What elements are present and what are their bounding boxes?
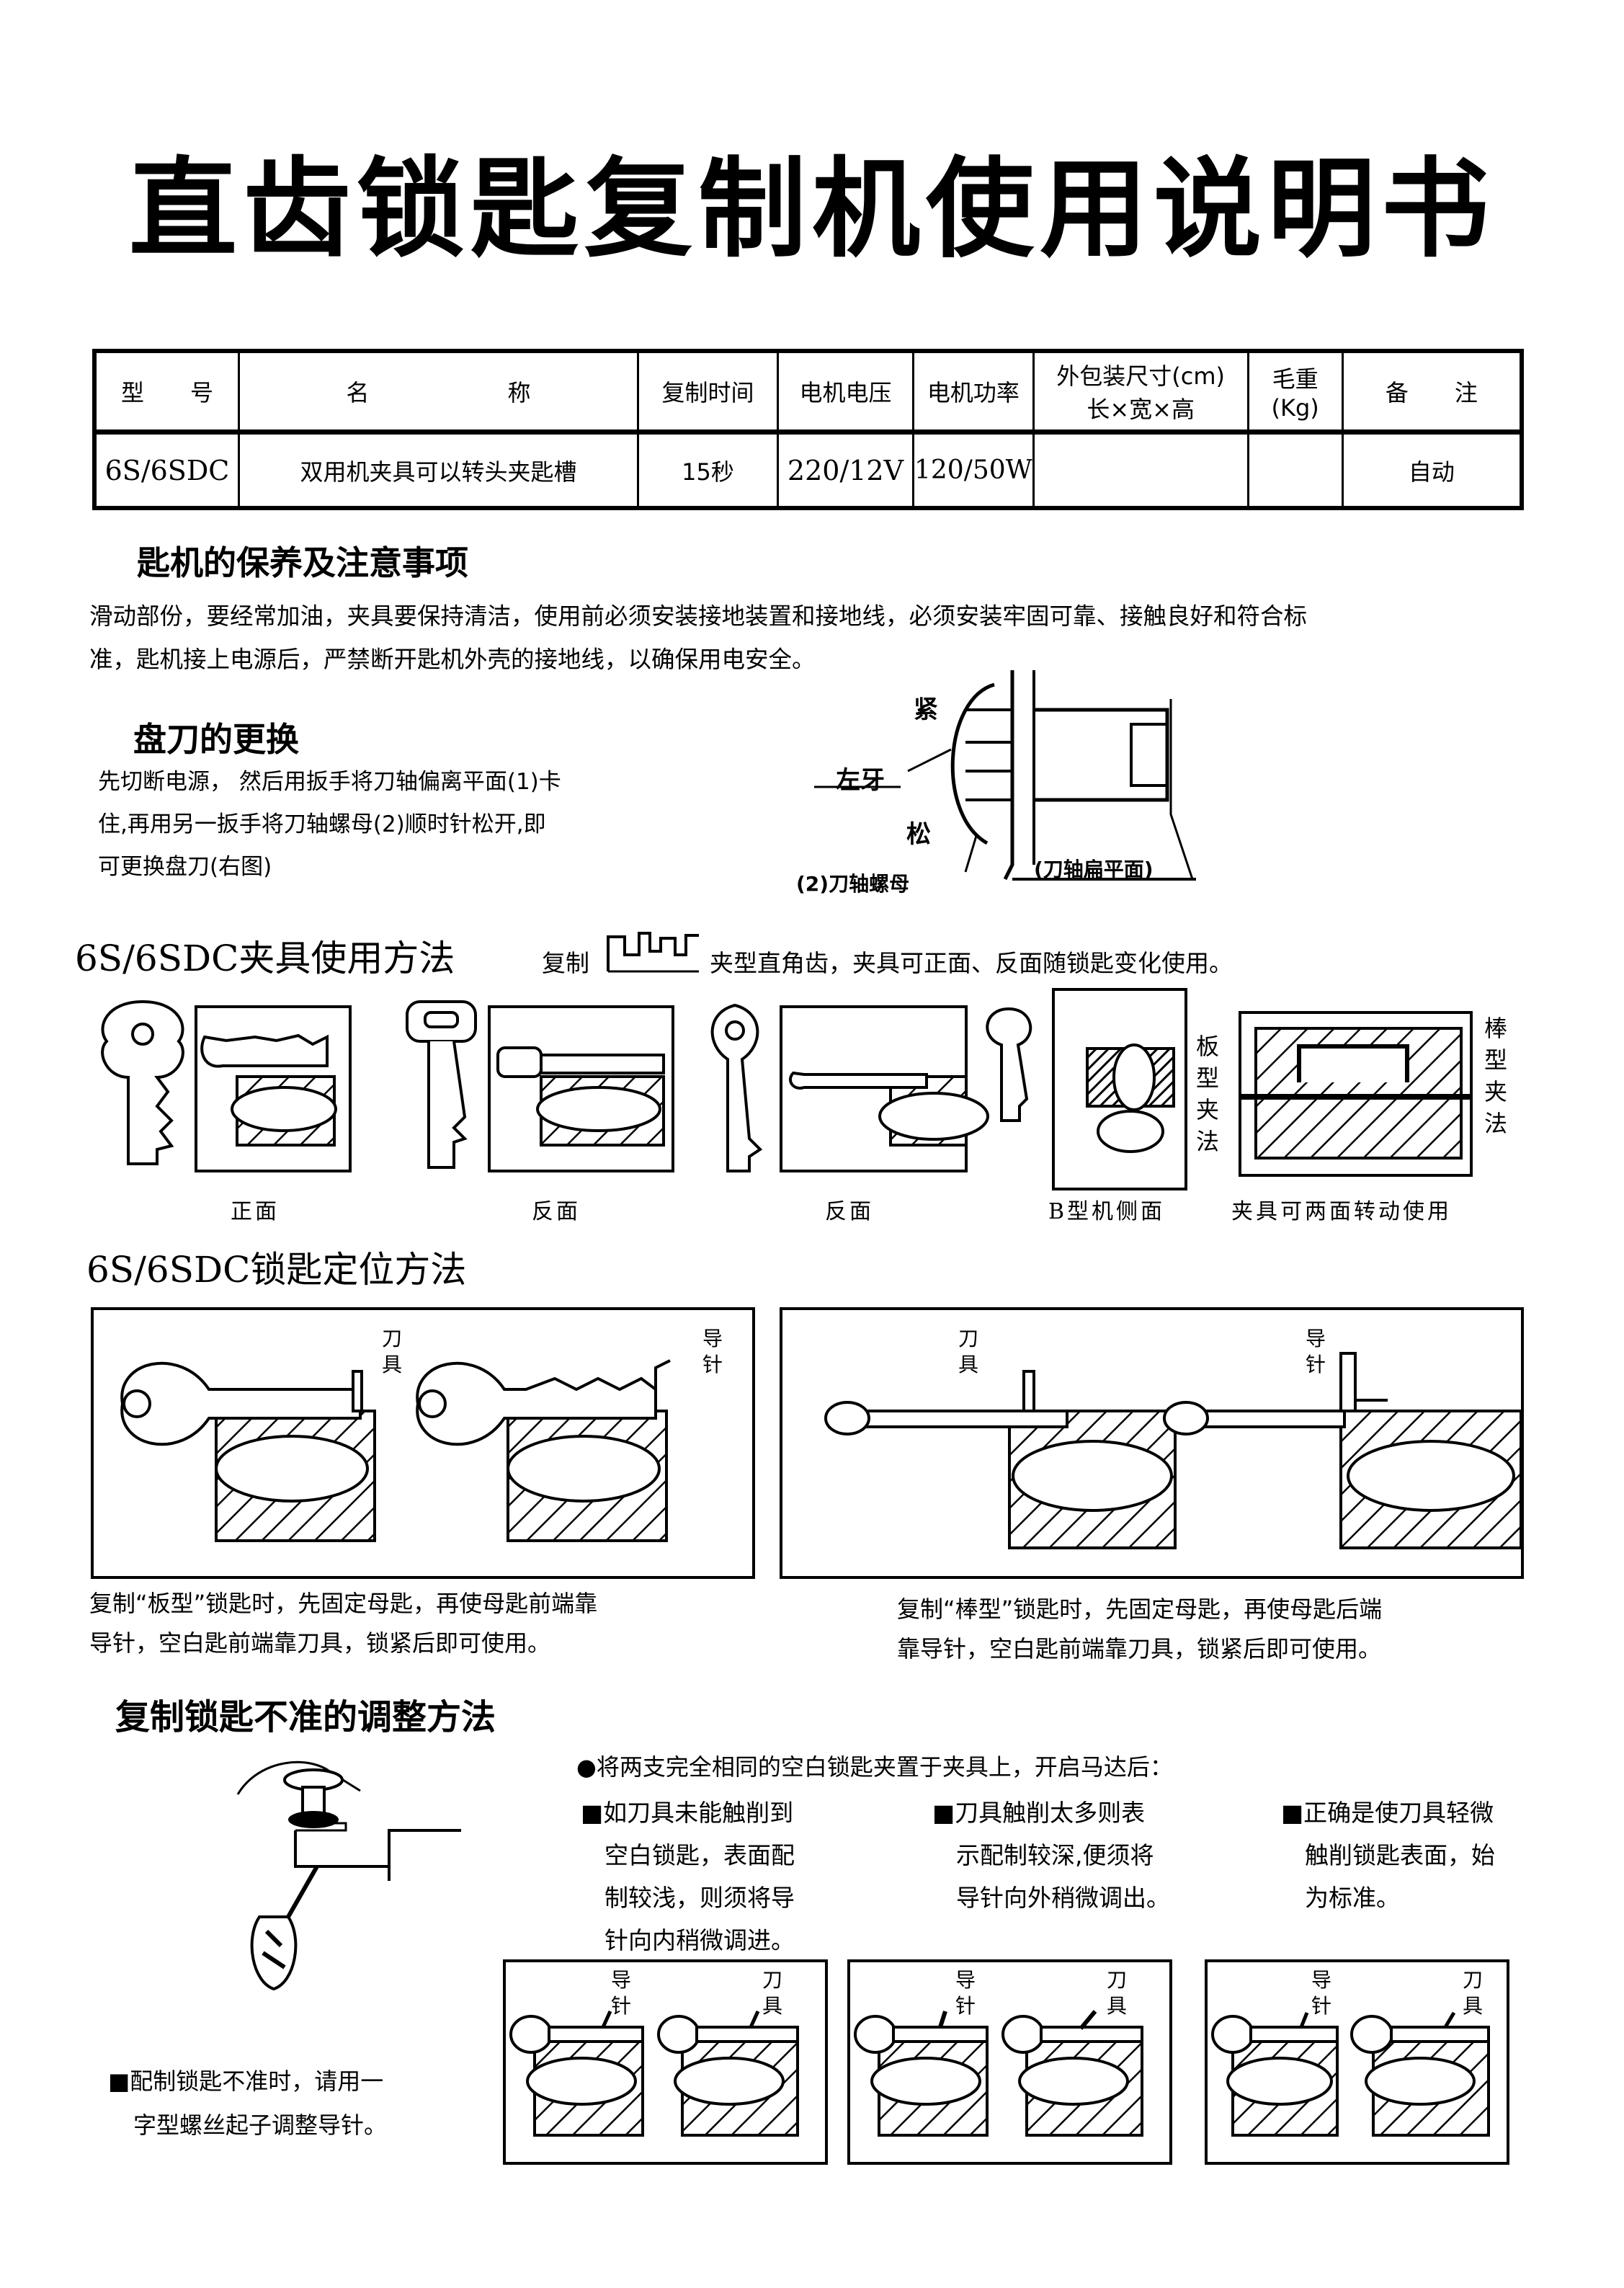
header-package-size-line1: 外包装尺寸(cm) — [1056, 362, 1226, 390]
plate-caption-line-1: 复制“板型”锁匙时，先固定母匙，再使母匙前端靠 — [89, 1590, 598, 1617]
adjustment-col3-line-1: ■正确是使刀具轻微 — [1281, 1799, 1494, 1827]
maintenance-line-2: 准，匙机接上电源后，严禁断开匙机外壳的接地线，以确保用电安全。 — [89, 646, 816, 673]
adjustment-col2-line-1: ■刀具触削太多则表 — [932, 1799, 1146, 1827]
blade-shaft-diagram — [814, 670, 1196, 881]
adjustment-col1-line-4: 针向内稍微调进。 — [604, 1926, 795, 1954]
header-name: 名 称 — [238, 350, 639, 433]
cutter-label-5: 刀具 — [1463, 1968, 1484, 2018]
header-weight-line2: (Kg) — [1271, 394, 1319, 422]
header-weight-line1: 毛重 — [1272, 365, 1319, 393]
clamp-note-prefix: 复制 — [542, 949, 589, 977]
key-icon — [986, 1007, 1032, 1122]
clamp-back-view-2 — [780, 1005, 989, 1172]
cell-weight — [1246, 431, 1344, 509]
cell-package-size — [1032, 431, 1249, 509]
cutter-label: 刀具 — [382, 1327, 403, 1376]
adjustment-col1-line-1: ■如刀具未能触削到 — [581, 1799, 794, 1827]
cell-power: 120/50W — [912, 431, 1035, 509]
cutter-label-3: 刀具 — [762, 1968, 783, 2018]
header-weight: 毛重(Kg) — [1246, 350, 1344, 433]
rod-clamp-view — [1239, 1011, 1473, 1177]
tight-label: 紧 — [914, 695, 938, 724]
blade-change-line-1: 先切断电源， 然后用扳手将刀轴偏离平面(1)卡 — [98, 769, 561, 795]
screwdriver-note-line-2: 字型螺丝起子调整导针。 — [133, 2111, 388, 2139]
table-row: 6S/6SDC 双用机夹具可以转头夹匙槽 15秒 220/12V 120/50W… — [93, 431, 1523, 509]
adjustment-col2-line-2: 示配制较深,便须将 — [956, 1841, 1154, 1869]
caption-both-sides: 夹具可两面转动使用 — [1231, 1199, 1452, 1224]
adjustment-column-1: ■如刀具未能触削到 空白锁匙，表面配 制较浅，则须将导 针向内稍微调进。 — [581, 1791, 795, 1962]
guide-label-4: 导针 — [955, 1968, 976, 2018]
maintenance-heading: 匙机的保养及注意事项 — [137, 543, 468, 582]
cutter-label-4: 刀具 — [1107, 1968, 1128, 2018]
header-copy-time: 复制时间 — [637, 350, 779, 433]
header-power: 电机功率 — [912, 350, 1035, 433]
cell-remarks: 自动 — [1341, 431, 1523, 509]
rod-caption-line-1: 复制“棒型”锁匙时，先固定母匙，再使母匙后端 — [897, 1595, 1383, 1623]
adjustment-col1-line-3: 制较浅，则须将导 — [604, 1884, 795, 1912]
caption-back-2: 反面 — [825, 1199, 874, 1224]
clamp-back-view — [488, 1005, 674, 1172]
guide-label: 导针 — [702, 1327, 723, 1376]
right-angle-teeth-icon — [607, 932, 699, 973]
clamp-usage-heading: 6S/6SDC夹具使用方法 — [75, 938, 455, 979]
guide-label-3: 导针 — [611, 1968, 632, 2018]
cell-model: 6S/6SDC — [93, 431, 240, 509]
plate-caption-line-2: 导针，空白匙前端靠刀具，锁紧后即可使用。 — [89, 1629, 551, 1657]
header-voltage: 电机电压 — [777, 350, 914, 433]
header-remarks: 备 注 — [1341, 350, 1523, 433]
adjustment-col1-line-2: 空白锁匙，表面配 — [604, 1841, 795, 1869]
nut-label: (2)刀轴螺母 — [796, 872, 910, 896]
adjustment-intro: ●将两支完全相同的空白锁匙夹置于夹具上，开启马达后： — [576, 1753, 1173, 1781]
adjustment-col2-line-3: 导针向外稍微调出。 — [956, 1884, 1170, 1912]
plate-key-positioning-diagram — [91, 1307, 755, 1579]
clamp-note-suffix: 夹型直角齿，夹具可正面、反面随锁匙变化使用。 — [710, 949, 1233, 977]
blade-change-line-2: 住,再用另一扳手将刀轴螺母(2)顺时针松开,即 — [98, 811, 546, 837]
caption-back: 反面 — [532, 1199, 581, 1224]
key-icon — [101, 1000, 184, 1165]
caption-front: 正面 — [231, 1199, 280, 1224]
cell-name: 双用机夹具可以转头夹匙槽 — [238, 431, 639, 509]
maintenance-line-1: 滑动部份，要经常加油，夹具要保持清洁，使用前必须安装接地装置和接地线，必须安装牢… — [89, 602, 1308, 630]
adjustment-col3-line-3: 为标准。 — [1305, 1884, 1400, 1912]
key-icon — [710, 1003, 763, 1172]
loose-label: 松 — [906, 820, 931, 849]
adjust-diagram-correct — [1205, 1959, 1509, 2165]
screwdriver-note-line-1: ■配制锁匙不准时，请用一 — [108, 2067, 384, 2095]
cutter-label-2: 刀具 — [958, 1327, 979, 1376]
header-model: 型 号 — [93, 350, 240, 433]
document-title: 直齿锁匙复制机使用说明书 — [128, 146, 1495, 272]
adjust-diagram-deep — [847, 1959, 1172, 2165]
cell-copy-time: 15秒 — [637, 431, 779, 509]
header-package-size-line2: 长×宽×高 — [1087, 396, 1195, 423]
adjustment-heading: 复制锁匙不准的调整方法 — [115, 1697, 496, 1737]
cell-voltage: 220/12V — [777, 431, 914, 509]
header-package-size: 外包装尺寸(cm) 长×宽×高 — [1032, 350, 1249, 433]
blade-change-heading: 盘刀的更换 — [133, 720, 299, 759]
positioning-heading: 6S/6SDC锁匙定位方法 — [86, 1249, 467, 1291]
rod-caption-line-2: 靠导针，空白匙前端靠刀具，锁紧后即可使用。 — [897, 1635, 1382, 1662]
b-type-side-view — [1052, 988, 1187, 1190]
table-header-row: 型 号 名 称 复制时间 电机电压 电机功率 外包装尺寸(cm) 长×宽×高 毛重… — [93, 350, 1523, 433]
rod-clamp-label: 棒型夹法 — [1484, 1015, 1508, 1137]
guide-label-5: 导针 — [1311, 1968, 1332, 2018]
guide-label-2: 导针 — [1306, 1327, 1326, 1376]
hand-screwdriver-illustration — [236, 1760, 461, 1991]
caption-b-side: B型机侧面 — [1048, 1199, 1166, 1224]
blade-change-line-3: 可更换盘刀(右图) — [98, 854, 272, 880]
key-icon — [406, 1000, 477, 1169]
rod-key-positioning-diagram — [780, 1307, 1524, 1579]
clamp-front-view — [195, 1005, 352, 1172]
plate-clamp-label: 板型夹法 — [1196, 1033, 1220, 1155]
flat-label: (刀轴扁平面) — [1034, 858, 1154, 881]
adjustment-column-2: ■刀具触削太多则表 示配制较深,便须将 导针向外稍微调出。 — [932, 1791, 1170, 1919]
spec-table: 型 号 名 称 复制时间 电机电压 电机功率 外包装尺寸(cm) 长×宽×高 毛重… — [92, 349, 1524, 510]
adjustment-column-3: ■正确是使刀具轻微 触削锁匙表面，始 为标准。 — [1281, 1791, 1495, 1919]
left-thread-label: 左牙 — [836, 766, 885, 795]
adjustment-col3-line-2: 触削锁匙表面，始 — [1305, 1841, 1495, 1869]
adjust-diagram-shallow — [503, 1959, 828, 2165]
